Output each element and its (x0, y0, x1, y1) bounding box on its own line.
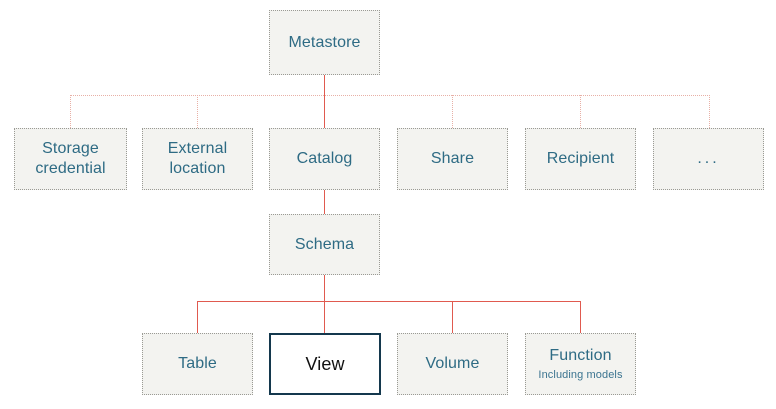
connector-catalog-drop (324, 95, 325, 128)
node-volume[interactable]: Volume (397, 333, 508, 395)
node-schema-label: Schema (294, 235, 355, 253)
node-metastore[interactable]: Metastore (269, 10, 380, 75)
node-volume-label: Volume (425, 355, 480, 372)
connector-table-drop (197, 301, 198, 333)
connector-catalog-schema (324, 190, 325, 214)
node-table-label: Table (178, 355, 217, 372)
connector-function-drop (580, 301, 581, 333)
node-ellipsis-label: ... (697, 150, 720, 167)
connector-share-drop (452, 95, 453, 128)
connector-row1-bus (70, 95, 710, 96)
node-catalog[interactable]: Catalog (269, 128, 380, 190)
connector-ellipsis-drop (709, 95, 710, 128)
node-schema[interactable]: Schema (269, 214, 380, 275)
node-share-label: Share (430, 150, 475, 167)
node-view-label: View (305, 353, 345, 374)
connector-row3-bus (197, 301, 581, 302)
node-recipient[interactable]: Recipient (525, 128, 636, 190)
node-external-location-label: External location (167, 140, 228, 177)
node-ellipsis[interactable]: ... (653, 128, 764, 190)
connector-volume-drop (452, 301, 453, 333)
node-function-sublabel: Including models (538, 369, 623, 382)
connector-schema-down (324, 275, 325, 301)
connector-external-location-drop (197, 95, 198, 128)
node-catalog-label: Catalog (296, 150, 353, 167)
connector-view-drop (324, 301, 325, 333)
connector-metastore-down (324, 75, 325, 95)
node-function-label: Function (549, 347, 612, 365)
node-share[interactable]: Share (397, 128, 508, 190)
node-external-location[interactable]: External location (142, 128, 253, 190)
node-table[interactable]: Table (142, 333, 253, 395)
node-recipient-label: Recipient (546, 150, 615, 167)
node-metastore-label: Metastore (288, 33, 361, 51)
connector-recipient-drop (580, 95, 581, 128)
node-function[interactable]: Function Including models (525, 333, 636, 395)
node-storage-credential[interactable]: Storage credential (14, 128, 127, 190)
node-view[interactable]: View (269, 333, 381, 395)
connector-storage-credential-drop (70, 95, 71, 128)
node-storage-credential-label: Storage credential (35, 140, 106, 177)
